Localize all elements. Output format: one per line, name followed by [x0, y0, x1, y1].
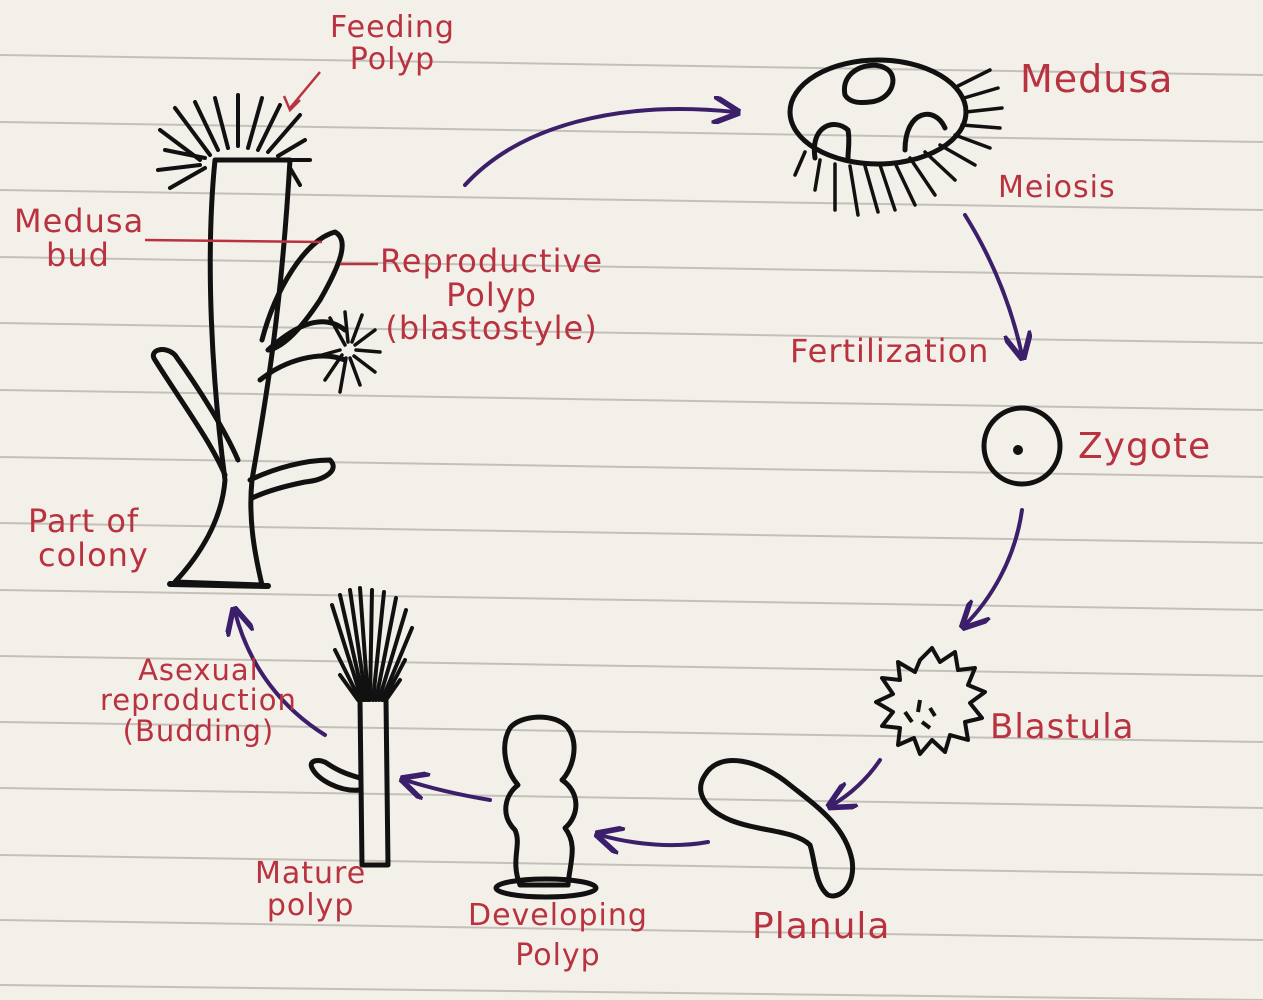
label-feeding-polyp-line2: Polyp [330, 44, 455, 76]
label-asexual-reproduction: Asexual reproduction (Budding) [100, 655, 297, 746]
label-asexual-reproduction-line3: (Budding) [100, 716, 297, 746]
medusa-tentacles [795, 70, 1002, 215]
planula-drawing [701, 761, 853, 896]
label-part-of-colony-line1: Part of [28, 505, 149, 539]
label-reproductive-polyp: Reproductive Polyp (blastostyle) [380, 245, 603, 346]
label-feeding-polyp: Feeding Polyp [330, 12, 455, 75]
label-medusa: Medusa [1020, 60, 1173, 100]
label-blastula: Blastula [990, 710, 1134, 746]
arrow-zygote-to-blastula [965, 510, 1022, 625]
label-part-of-colony: Part of colony [28, 505, 149, 572]
label-mature-polyp-line2: polyp [255, 890, 366, 922]
label-reproductive-polyp-line2: Polyp [380, 279, 603, 313]
arrow-planula-to-developing [600, 835, 708, 845]
label-fertilization: Fertilization [790, 335, 989, 369]
label-developing-polyp-line1: Developing [468, 900, 648, 932]
mature-polyp-drawing [311, 700, 388, 865]
label-medusa-bud-line2: bud [14, 239, 144, 273]
arrow-developing-to-mature [405, 780, 490, 800]
lifecycle-arrows [235, 109, 1022, 845]
label-mature-polyp: Mature polyp [255, 858, 366, 921]
colony-drawing [153, 160, 345, 586]
label-planula: Planula [752, 908, 890, 946]
medusa-drawing [790, 60, 966, 164]
label-meiosis: Meiosis [998, 172, 1116, 204]
label-part-of-colony-line2: colony [28, 539, 149, 573]
label-asexual-reproduction-line1: Asexual [100, 655, 297, 685]
arrow-blastula-to-planula [832, 760, 880, 805]
developing-polyp-drawing [496, 717, 596, 897]
label-feeding-polyp-line1: Feeding [330, 12, 455, 44]
label-zygote: Zygote [1078, 428, 1211, 466]
label-developing-polyp: Developing Polyp [468, 900, 648, 971]
label-reproductive-polyp-line3: (blastostyle) [380, 312, 603, 346]
label-asexual-reproduction-line2: reproduction [100, 685, 297, 715]
label-mature-polyp-line1: Mature [255, 858, 366, 890]
mature-polyp-tentacles [332, 588, 412, 700]
label-reproductive-polyp-line1: Reproductive [380, 245, 603, 279]
label-medusa-bud-line1: Medusa [14, 205, 144, 239]
label-developing-polyp-line2: Polyp [468, 940, 648, 972]
blastula-drawing [876, 648, 985, 754]
label-medusa-bud: Medusa bud [14, 205, 144, 272]
arrow-colony-to-medusa [465, 109, 735, 185]
